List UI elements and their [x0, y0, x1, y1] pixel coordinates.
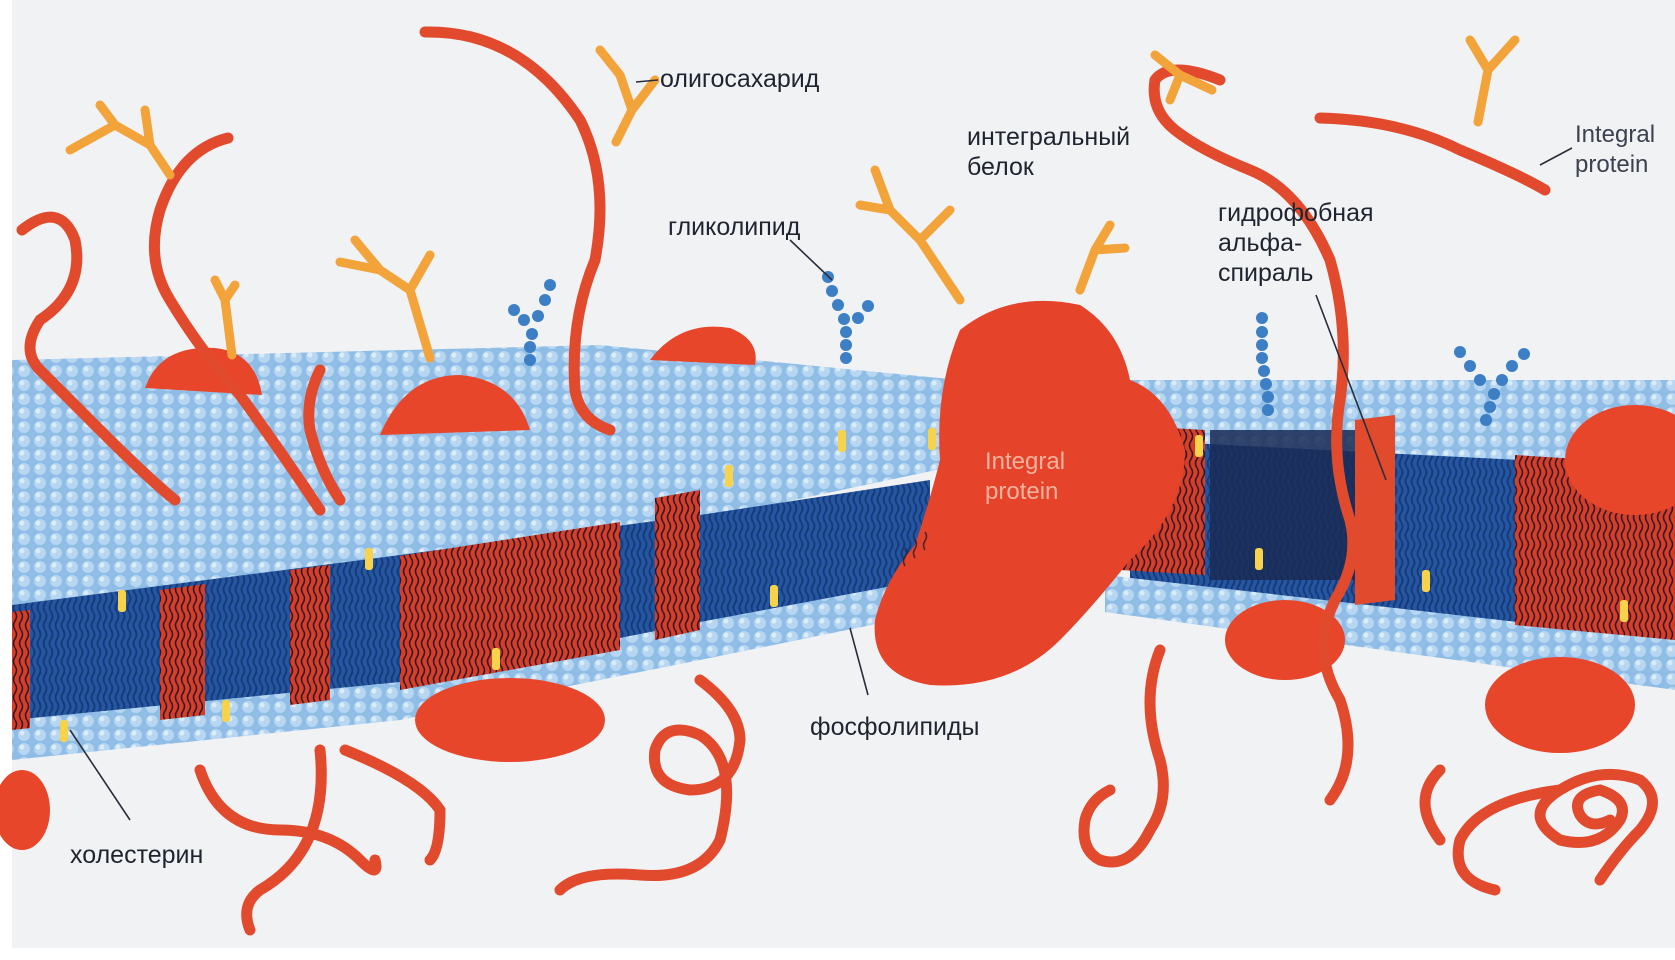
label-oligosaccharide: олигосахарид	[660, 64, 819, 94]
label-integral-protein-center-line1: Integral	[985, 447, 1065, 477]
label-hydrophobic-helix-line3: спираль	[1218, 258, 1374, 288]
label-cholesterol: холестерин	[70, 840, 203, 870]
alpha-helix	[1355, 415, 1395, 605]
label-integral-protein-right-line1: Integral	[1575, 120, 1655, 150]
label-integral-protein-center-line2: protein	[985, 477, 1065, 507]
label-phospholipids: фосфолипиды	[810, 712, 980, 742]
label-hydrophobic-helix-line2: альфа-	[1218, 228, 1374, 258]
label-integral-protein-center: Integral protein	[985, 447, 1065, 507]
label-hydrophobic-helix-line1: гидрофобная	[1218, 198, 1374, 228]
label-glycolipid: гликолипид	[668, 212, 800, 242]
label-integral-protein-ru: интегральный белок	[967, 122, 1130, 182]
label-integral-protein-ru-line1: интегральный	[967, 122, 1130, 152]
label-integral-protein-right-line2: protein	[1575, 150, 1655, 180]
label-integral-protein-right: Integral protein	[1575, 120, 1655, 180]
label-hydrophobic-helix: гидрофобная альфа- спираль	[1218, 198, 1374, 288]
label-integral-protein-ru-line2: белок	[967, 152, 1130, 182]
